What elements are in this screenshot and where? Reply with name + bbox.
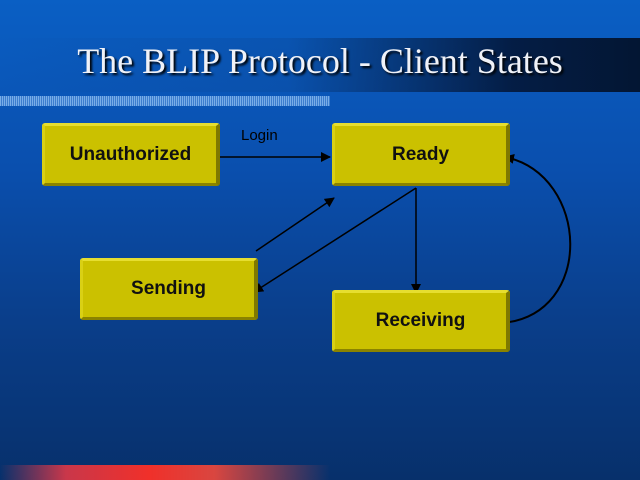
arrow-sending-to-ready: [255, 197, 335, 252]
state-ready: Ready: [332, 123, 510, 186]
arrow-ready-to-sending: [253, 187, 417, 293]
state-label-sending: Sending: [131, 278, 206, 299]
state-label-ready: Ready: [391, 143, 450, 165]
state-sending: Sending: [80, 258, 258, 320]
state-label-unauthorized: Unauthorized: [69, 143, 192, 165]
arrow-receiving-to-ready: [501, 153, 572, 324]
state-unauthorized: Unauthorized: [42, 123, 220, 186]
slide-title: The BLIP Protocol - Client States: [77, 41, 563, 81]
title-underline: [0, 96, 330, 106]
state-label-receiving: Receiving: [375, 310, 466, 331]
edge-label-login: Login: [241, 127, 278, 144]
title-band: [0, 38, 640, 92]
bottom-accent-bar: [0, 465, 330, 480]
state-receiving: Receiving: [332, 290, 510, 352]
